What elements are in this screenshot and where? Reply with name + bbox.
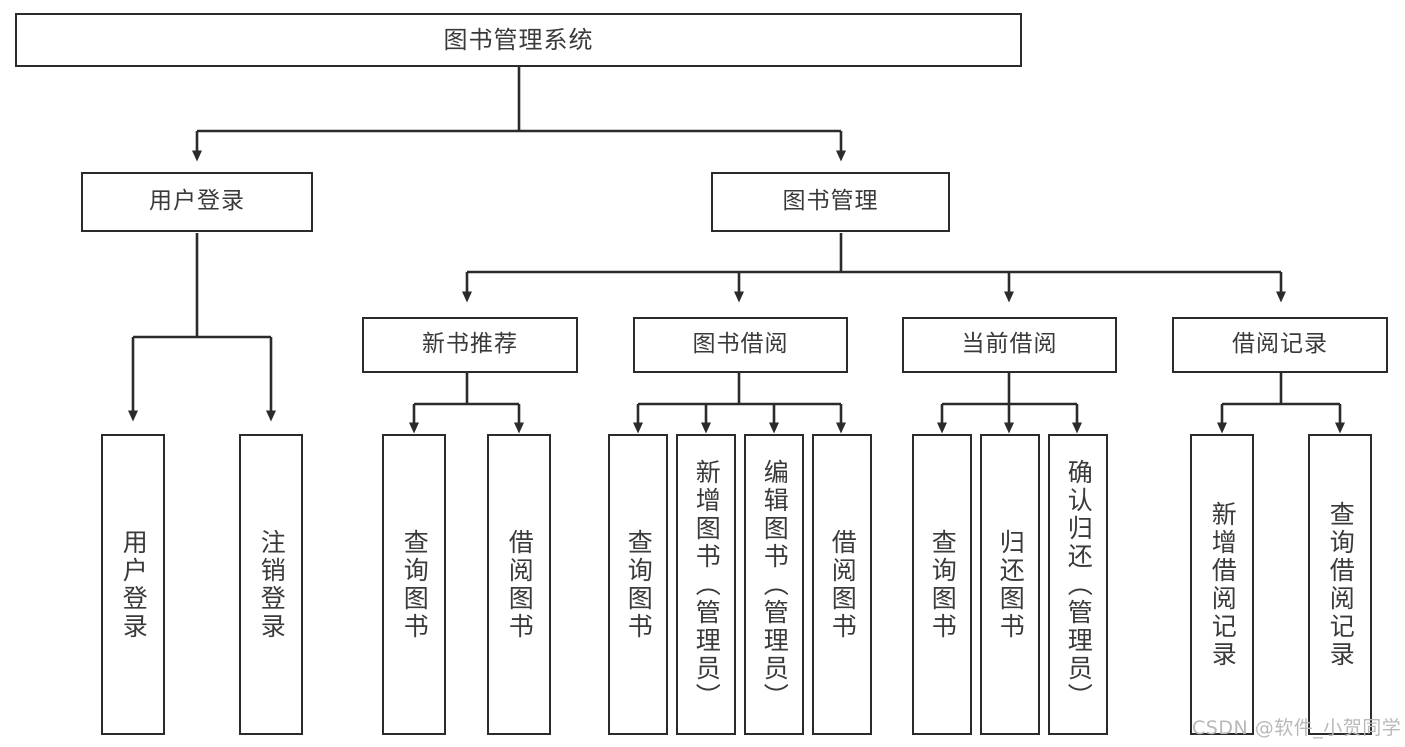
leaf-book-borrow-edit-book-admin[interactable]: 编辑图书（管理员）: [744, 434, 804, 735]
node-label: 借阅记录: [1232, 331, 1328, 358]
node-label: 借阅图书: [505, 528, 535, 641]
node-label: 当前借阅: [961, 331, 1058, 358]
node-label: 编辑图书（管理员）: [760, 458, 790, 711]
node-label: 图书管理: [782, 188, 879, 215]
node-label: 查询借阅记录: [1326, 500, 1356, 669]
leaf-borrow-record-add-record[interactable]: 新增借阅记录: [1190, 434, 1254, 735]
leaf-book-borrow-add-book-admin[interactable]: 新增图书（管理员）: [676, 434, 736, 735]
node-label: 注销登录: [257, 528, 287, 641]
node-label: 查询图书: [624, 528, 654, 641]
node-book-borrowing[interactable]: 图书借阅: [633, 317, 848, 373]
node-label: 查询图书: [400, 528, 430, 641]
node-label: 查询图书: [928, 528, 958, 641]
node-label: 确认归还（管理员）: [1064, 458, 1094, 711]
node-label: 图书管理系统: [443, 25, 594, 54]
node-book-management[interactable]: 图书管理: [711, 172, 950, 232]
leaf-new-book-query-books[interactable]: 查询图书: [382, 434, 446, 735]
node-label: 借阅图书: [828, 528, 858, 641]
leaf-borrow-record-query-record[interactable]: 查询借阅记录: [1308, 434, 1372, 735]
node-label: 用户登录: [119, 528, 149, 641]
node-borrowing-record[interactable]: 借阅记录: [1172, 317, 1388, 373]
leaf-current-borrow-query-books[interactable]: 查询图书: [912, 434, 972, 735]
leaf-user-login-signin[interactable]: 用户登录: [101, 434, 165, 735]
node-new-book-recommendation[interactable]: 新书推荐: [362, 317, 578, 373]
leaf-current-borrow-return-books[interactable]: 归还图书: [980, 434, 1040, 735]
node-label: 用户登录: [149, 188, 245, 215]
csdn-watermark: CSDN @软件_小贺同学: [1192, 717, 1402, 739]
leaf-book-borrow-borrow-books[interactable]: 借阅图书: [812, 434, 872, 735]
leaf-new-book-borrow-books[interactable]: 借阅图书: [487, 434, 551, 735]
node-current-borrowing[interactable]: 当前借阅: [902, 317, 1117, 373]
leaf-current-borrow-confirm-return-admin[interactable]: 确认归还（管理员）: [1048, 434, 1108, 735]
node-label: 新增图书（管理员）: [692, 458, 722, 711]
node-label: 新书推荐: [422, 331, 518, 358]
leaf-user-login-signout[interactable]: 注销登录: [239, 434, 303, 735]
leaf-book-borrow-query-books[interactable]: 查询图书: [608, 434, 668, 735]
node-label: 新增借阅记录: [1208, 500, 1238, 669]
node-user-login[interactable]: 用户登录: [81, 172, 313, 232]
node-label: 图书借阅: [692, 331, 789, 358]
node-root-book-management-system[interactable]: 图书管理系统: [15, 13, 1022, 67]
node-label: 归还图书: [996, 528, 1026, 641]
